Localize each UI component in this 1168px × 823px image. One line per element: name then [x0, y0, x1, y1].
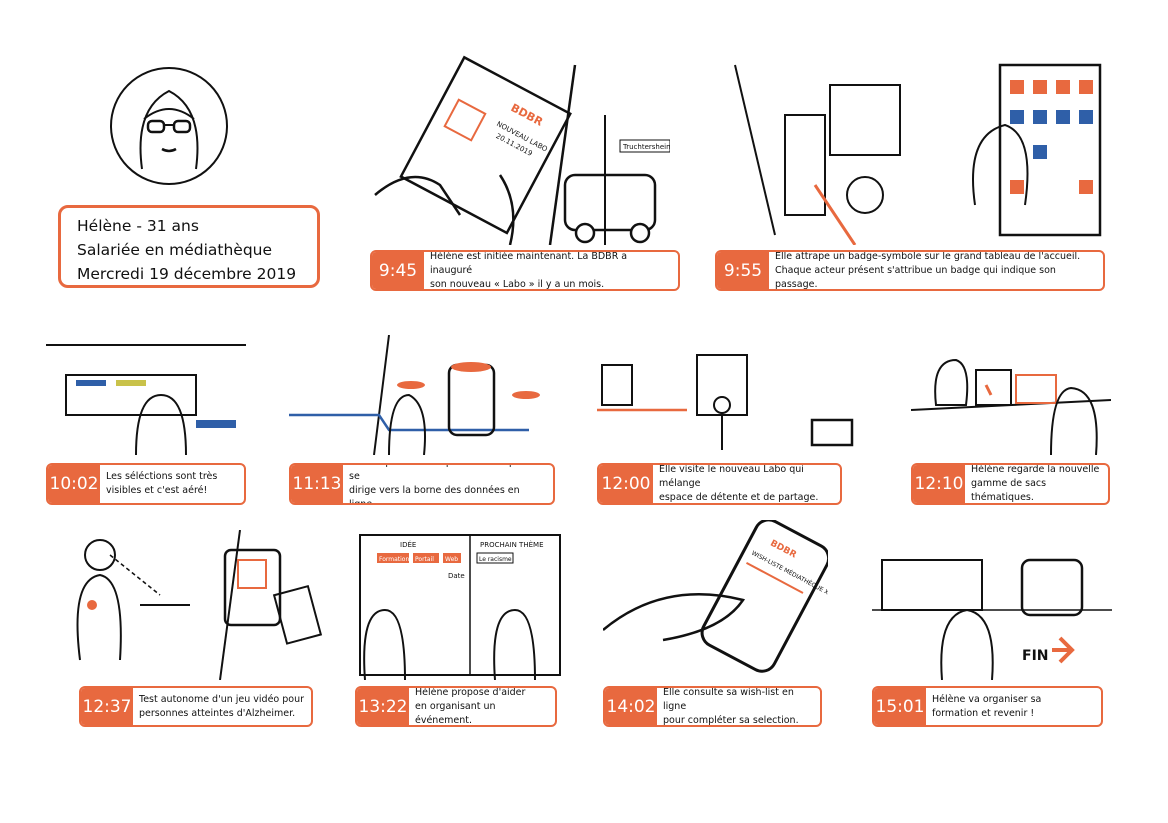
illustration-event-board: IDÉE PROCHAIN THÈME Formation Portail We…: [355, 530, 565, 681]
step-time: 11:13: [291, 465, 343, 503]
step-text: Chaque acteur présent s'attribue un badg…: [775, 264, 1056, 290]
step-time: 9:55: [717, 252, 769, 289]
step-caption: 11:13 Hélène parcours l'espace numérique…: [289, 463, 555, 505]
step-text: Hélène regarde la nouvelle: [971, 464, 1100, 475]
persona-card: Hélène - 31 ans Salariée en médiathèque …: [58, 205, 320, 288]
persona-name-age: Hélène - 31 ans: [77, 217, 199, 235]
step-time: 12:10: [913, 465, 965, 503]
step-text: pour compléter sa selection.: [663, 714, 799, 726]
step-text: dirige vers la borne des données en lign…: [349, 485, 520, 505]
board-tag: Web: [445, 556, 458, 563]
board-theme: Le racisme: [479, 556, 512, 563]
step-text: Elle consulte sa wish-list en ligne: [663, 686, 794, 712]
step-caption: 9:55 Elle attrape un badge-symbole sur l…: [715, 250, 1105, 291]
illustration-flyer: BDBR NOUVEAU LABO 20.11.2019 Truchtershe…: [370, 55, 673, 246]
illustration-video-game: [50, 529, 330, 681]
step-time: 13:22: [357, 688, 409, 725]
step-text: Hélène va organiser sa: [932, 693, 1042, 705]
board-next-theme-header: PROCHAIN THÈME: [480, 540, 544, 549]
illustration-phone: BDBR WISH-LISTE MÉDIATHÈQUE X: [602, 518, 830, 680]
persona-portrait: [110, 67, 228, 185]
step-text: Hélène parcours l'espace numérique et se: [349, 465, 536, 482]
board-date: Date: [448, 572, 465, 580]
street-sign: Truchtersheim: [622, 143, 670, 151]
step-text: Les séléctions sont très: [106, 471, 218, 482]
step-time: 12:37: [81, 688, 133, 725]
step-text: son nouveau « Labo » il y a un mois.: [430, 278, 605, 290]
step-caption: 12:37 Test autonome d'un jeu vidéo pour p…: [79, 686, 313, 727]
illustration-badge-board: [715, 55, 1105, 246]
step-text: espace de détente et de partage.: [659, 492, 819, 503]
step-caption: 15:01 Hélène va organiser sa formation et…: [872, 686, 1103, 727]
board-tag: Portail: [415, 556, 434, 563]
step-time: 12:00: [599, 465, 653, 503]
arrow-right-icon: [1052, 636, 1075, 664]
step-text: en organisant un événement.: [415, 700, 496, 726]
step-caption: 9:45 Hélène est initiée maintenant. La B…: [370, 250, 680, 291]
step-text: Elle attrape un badge-symbole sur le gra…: [775, 250, 1081, 262]
illustration-labo: [597, 335, 857, 455]
step-caption: 12:10 Hélène regarde la nouvelle gamme de…: [911, 463, 1110, 505]
woman-face-icon: [139, 89, 199, 170]
board-idea-header: IDÉE: [400, 540, 416, 549]
illustration-shelves: [46, 335, 246, 456]
step-caption: 14:02 Elle consulte sa wish-list en lign…: [603, 686, 822, 727]
illustration-bags: [910, 330, 1112, 456]
persona-job: Salariée en médiathèque: [77, 241, 273, 259]
persona-date: Mercredi 19 décembre 2019: [77, 265, 297, 283]
step-time: 14:02: [605, 688, 657, 725]
step-caption: 12:00 Elle visite le nouveau Labo qui mé…: [597, 463, 842, 505]
board-tag: Formation: [379, 556, 409, 563]
step-text: gamme de sacs thématiques.: [971, 478, 1047, 503]
step-text: Test autonome d'un jeu vidéo pour: [139, 693, 305, 705]
step-text: Hélène propose d'aider: [415, 686, 526, 698]
step-text: Elle visite le nouveau Labo qui mélange: [659, 464, 804, 489]
end-label: FIN: [1022, 648, 1049, 664]
step-text: Hélène est initiée maintenant. La BDBR a…: [430, 250, 628, 276]
step-time: 10:02: [48, 465, 100, 503]
illustration-data-kiosk: [289, 334, 555, 456]
step-text: personnes atteintes d'Alzheimer.: [139, 707, 296, 719]
step-time: 15:01: [874, 688, 926, 725]
step-caption: 10:02 Les séléctions sont très visibles e…: [46, 463, 246, 505]
step-time: 9:45: [372, 252, 424, 289]
step-text: formation et revenir !: [932, 707, 1035, 719]
step-caption: 13:22 Hélène propose d'aider en organisan…: [355, 686, 557, 727]
illustration-exit: FIN: [872, 540, 1112, 681]
step-text: visibles et c'est aéré!: [106, 485, 208, 496]
